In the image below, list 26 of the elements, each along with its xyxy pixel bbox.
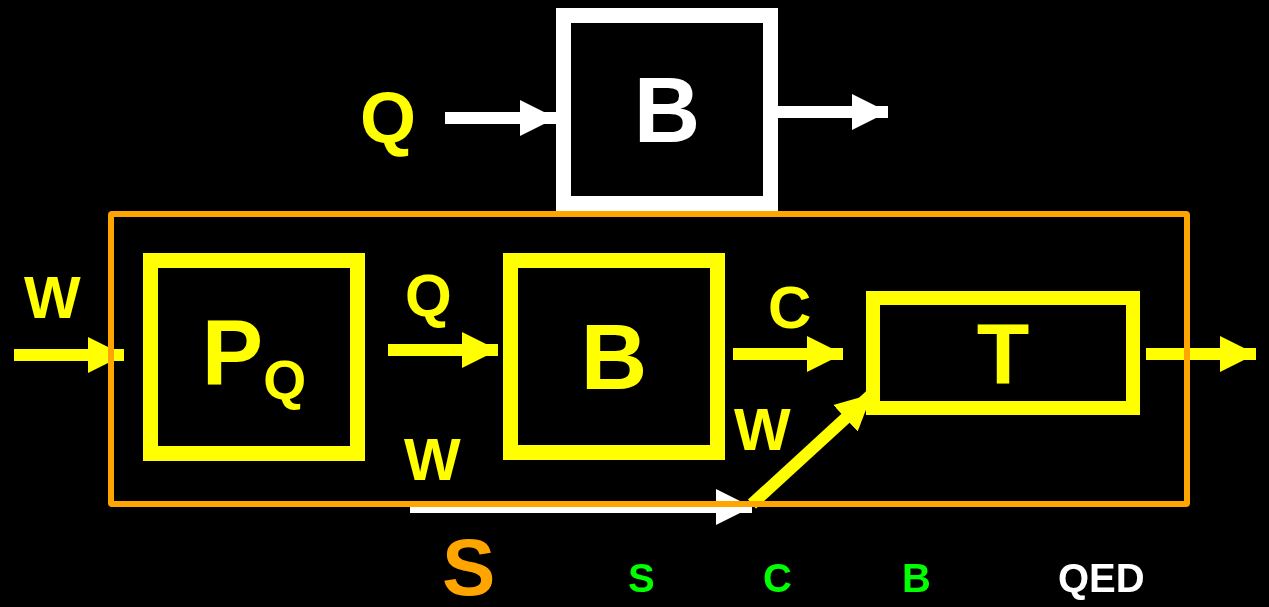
block-box: [556, 8, 778, 211]
arrow: [778, 94, 888, 130]
block-label: B: [633, 63, 701, 156]
symbol-label: S: [628, 558, 655, 598]
block-label: T: [976, 310, 1030, 396]
block-box: [866, 291, 1140, 415]
edge-label: C: [768, 278, 812, 338]
arrow: [388, 332, 498, 368]
symbol-label: C: [763, 558, 792, 598]
frame-box: [108, 211, 1190, 507]
block-label: P$_{Q}$: [201, 306, 307, 408]
frame-caption: S: [442, 528, 496, 607]
arrow: [14, 337, 124, 373]
arrow: [733, 336, 843, 372]
arrow: [410, 489, 752, 525]
block-label: B: [580, 310, 648, 403]
arrow: [1146, 336, 1256, 372]
block-box: [503, 253, 725, 460]
block-box: [143, 253, 365, 461]
symbol-label: B: [902, 558, 931, 598]
edge-label: Q: [405, 266, 452, 326]
symbol-label: QED: [1058, 558, 1145, 598]
edge-label: W: [734, 400, 791, 460]
edge-label: W: [24, 268, 81, 328]
edge-label: W: [404, 430, 461, 490]
arrow: [445, 100, 556, 136]
